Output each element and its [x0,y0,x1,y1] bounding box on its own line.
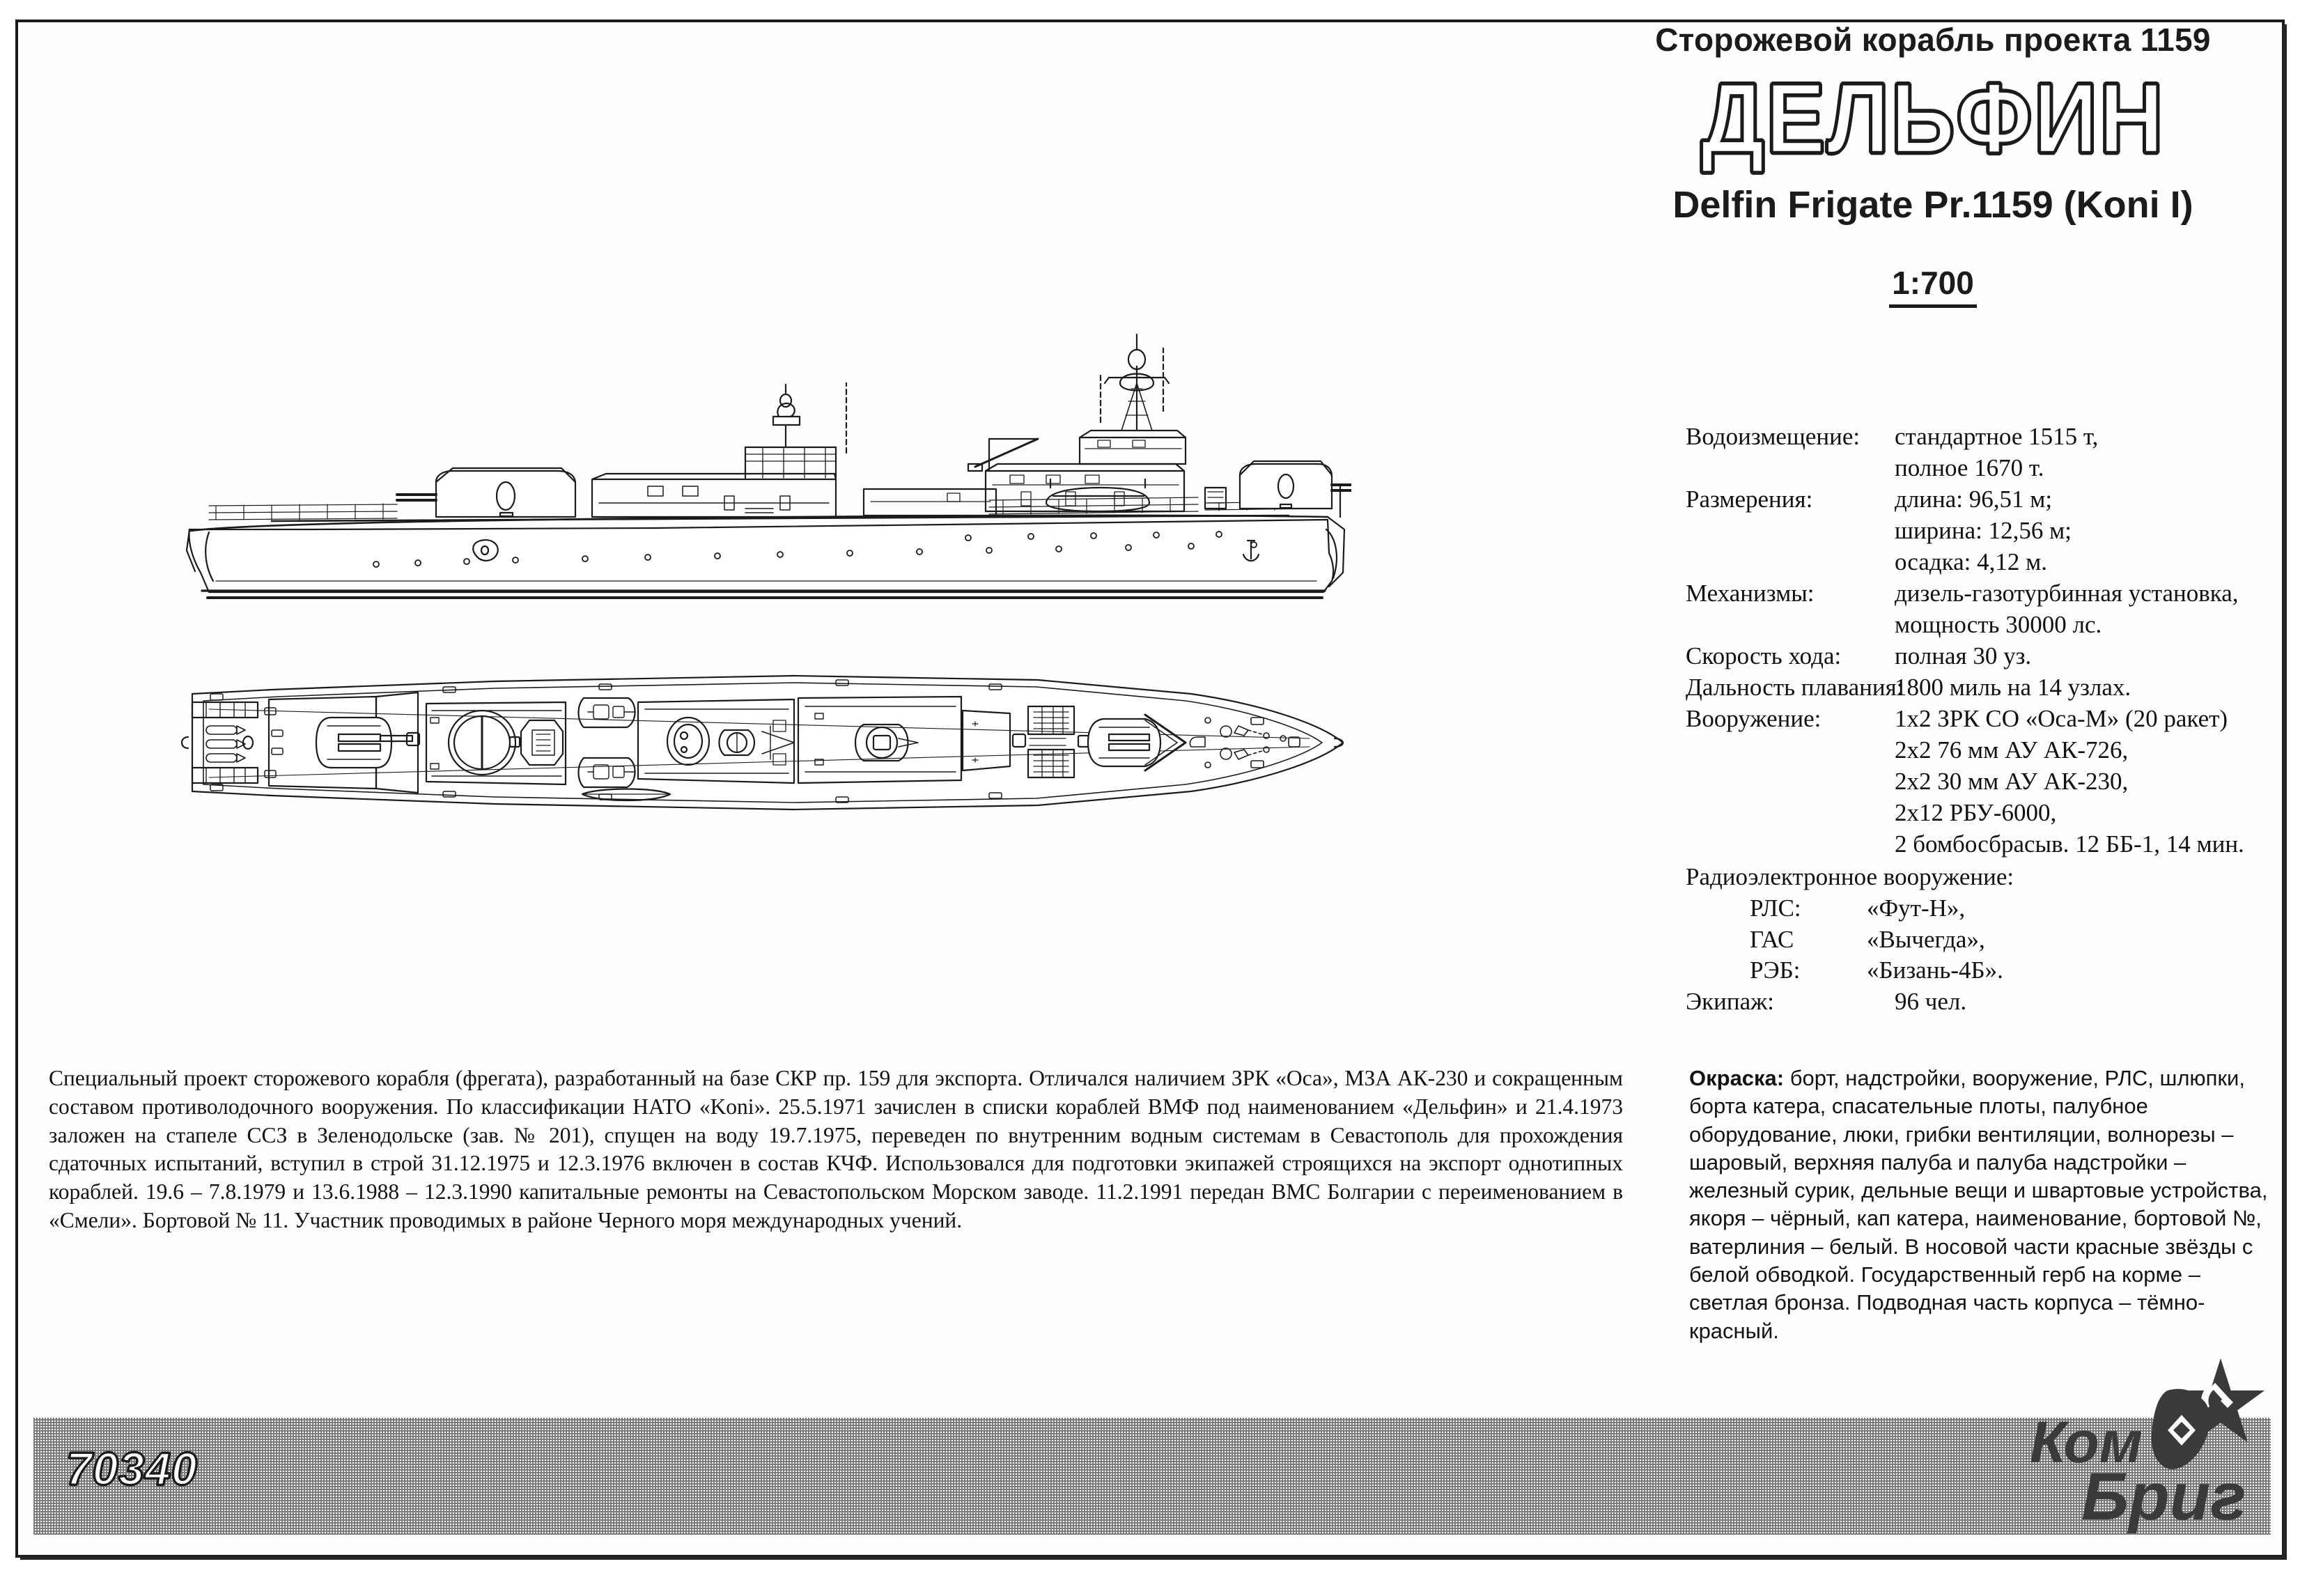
spec-value-armament-2: 2х2 30 мм АУ АК-230, [1895,767,2129,795]
spec-value-ecm: «Бизань-4Б». [1867,956,2003,984]
spec-value-displacement-full: полное 1670 т. [1895,454,2044,481]
ship-history-paragraph: Специальный проект сторожевого корабля (… [49,1066,1623,1232]
kit-number: 70340 [65,1442,199,1496]
spec-value-speed: полная 30 уз. [1895,642,2032,669]
title-block: Сторожевой корабль проекта 1159 ДЕЛЬФИН … [1585,21,2281,308]
footer-halftone-bar [33,1418,2271,1535]
spec-label-crew: Экипаж: [1686,988,1775,1016]
ship-name-title: ДЕЛЬФИН [1700,63,2166,175]
spec-value-length: длина: 96,51 м; [1895,485,2053,513]
spec-row-armament: Вооружение: 1х2 ЗРК СО «Оса-М» (20 ракет… [1686,704,2285,735]
brand-text-bottom: Бриг [2081,1459,2246,1534]
spec-row-radar: РЛС: «Фут-Н», [1750,893,2285,924]
spec-label-electronics: Радиоэлектронное вооружение: [1686,862,2014,890]
spec-label-radar: РЛС: [1750,894,1801,922]
spec-value-armament-4: 2 бомбосбрасыв. 12 ББ-1, 14 мин. [1895,830,2244,858]
collar-tab-icon [2151,1388,2210,1469]
spec-row-crew: Экипаж: 96 чел. [1686,986,2285,1018]
spec-label-sonar: ГАС [1750,925,1794,953]
spec-value-machinery-power: мощность 30000 лс. [1895,610,2102,638]
spec-row-dimensions: Размерения: длина: 96,51 м; [1686,484,2285,516]
spec-label-dimensions: Размерения: [1686,485,1813,513]
ship-side-profile-drawing [167,300,1351,620]
spec-row-sonar: ГАС «Вычегда», [1750,924,2285,956]
spec-label-speed: Скорость хода: [1686,642,1842,669]
spec-value-sonar: «Вычегда», [1867,925,1985,953]
spec-row-displacement: Водоизмещение: стандартное 1515 т, [1686,421,2285,453]
kombrig-logo: Ком Бриг [2006,1348,2285,1557]
spec-row-ecm: РЭБ: «Бизань-4Б». [1750,955,2285,986]
ship-name-latin: Delfin Frigate Pr.1159 (Koni I) [1672,183,2193,226]
spec-value-range: 1800 миль на 14 узлах. [1895,673,2131,701]
spec-value-armament-1: 2х2 76 мм АУ АК-726, [1895,736,2129,764]
spec-value-crew: 96 чел. [1895,988,1967,1016]
spec-value-armament-0: 1х2 ЗРК СО «Оса-М» (20 ракет) [1895,704,2228,732]
spec-value-draft: осадка: 4,12 м. [1895,548,2048,575]
spec-row-machinery: Механизмы: дизель-газотурбинная установк… [1686,578,2285,610]
spec-value-displacement-standard: стандартное 1515 т, [1895,423,2099,450]
spec-label-machinery: Механизмы: [1686,579,1815,607]
spec-value-radar: «Фут-Н», [1867,894,1966,922]
spec-row-range: Дальность плавания: 1800 миль на 14 узла… [1686,672,2285,704]
spec-row-speed: Скорость хода: полная 30 уз. [1686,641,2285,672]
specifications-table: Водоизмещение: стандартное 1515 т, полно… [1686,421,2285,1018]
spec-label-range: Дальность плавания: [1686,673,1904,701]
spec-label-ecm: РЭБ: [1750,956,1801,984]
project-kicker: Сторожевой корабль проекта 1159 [1655,22,2211,58]
scale-label: 1:700 [1889,264,1977,308]
spec-value-machinery-type: дизель-газотурбинная установка, [1895,579,2239,607]
spec-label-armament: Вооружение: [1686,704,1821,732]
brand-text-top: Ком [2030,1409,2143,1475]
spec-label-displacement: Водоизмещение: [1686,423,1861,450]
paint-scheme-paragraph: Окраска: борт, надстройки, вооружение, Р… [1689,1064,2285,1345]
ship-top-plan-drawing [167,648,1351,836]
spec-value-armament-3: 2х12 РБУ-6000, [1895,798,2057,826]
spec-value-beam: ширина: 12,56 м; [1895,516,2072,544]
paint-body: борт, надстройки, вооружение, РЛС, шлюпк… [1689,1066,2268,1343]
paint-heading: Окраска: [1689,1066,1785,1090]
